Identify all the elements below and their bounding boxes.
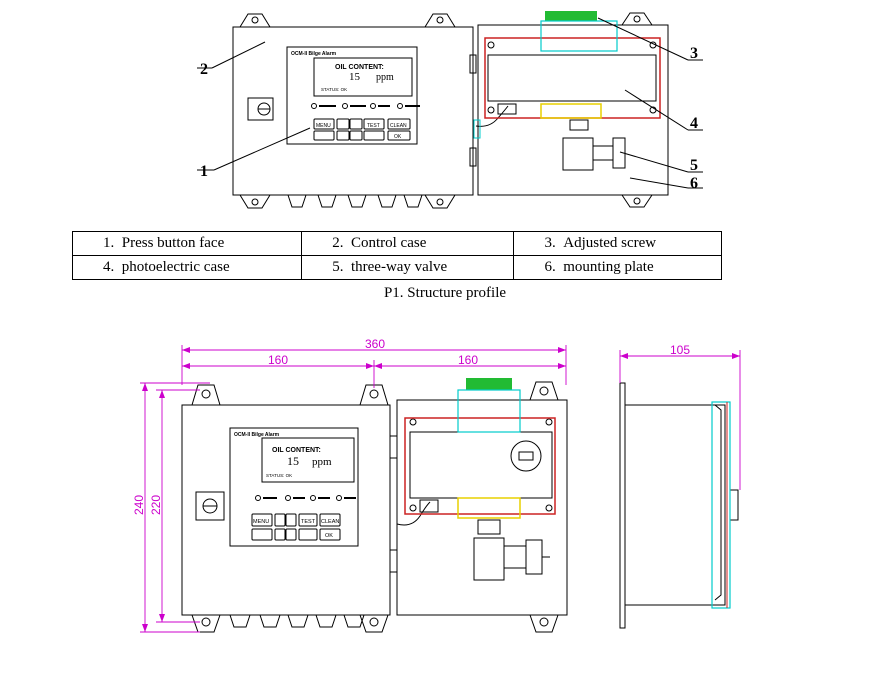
dim-height-inner: 220 xyxy=(149,495,163,515)
legend-cell: 6. mounting plate xyxy=(513,255,722,280)
screen-value: 15 xyxy=(349,71,361,83)
callout-2: 2 xyxy=(200,61,208,78)
side-view xyxy=(619,382,626,629)
legend-cell: 5. three-way valve xyxy=(301,255,515,280)
dimension-drawing: OCM-II Bilge Alarm OIL CONTENT: 15 ppm S… xyxy=(132,337,741,633)
table-row: 1. Press button face 2. Control case 3. … xyxy=(71,231,722,256)
legend-cell: 2. Control case xyxy=(301,231,515,256)
legend-cell: 3. Adjusted screw xyxy=(513,231,722,256)
three-way-valve xyxy=(562,137,594,171)
dim-total-width: 360 xyxy=(365,337,385,351)
callout-5: 5 xyxy=(690,157,698,174)
key-menu: MENU xyxy=(316,123,331,129)
callout-3: 3 xyxy=(690,45,698,62)
key-ok: OK xyxy=(394,134,402,140)
screen-status: STATUS: OK xyxy=(321,87,347,92)
structure-drawing-top: OCM-II Bilge Alarm OIL CONTENT: 15 ppm S… xyxy=(197,11,703,209)
screen-model: OCM-II Bilge Alarm xyxy=(291,51,337,57)
screen-label: OIL CONTENT: xyxy=(335,64,384,71)
screen-value: 15 xyxy=(287,454,299,468)
key-clean: CLEAN xyxy=(321,519,339,525)
mounting-plate xyxy=(477,24,669,196)
key-test: TEST xyxy=(301,519,316,525)
key-clean: CLEAN xyxy=(390,123,407,129)
dim-height-outer: 240 xyxy=(132,495,146,515)
screen-unit: ppm xyxy=(376,72,394,83)
adjusted-screw xyxy=(545,11,597,21)
screen-status: STATUS: OK xyxy=(266,473,292,478)
dim-depth: 105 xyxy=(670,343,690,357)
dim-left-width: 160 xyxy=(268,353,288,367)
display-screen xyxy=(313,57,413,97)
screen-model: OCM-II Bilge Alarm xyxy=(234,432,280,438)
dim-right-width: 160 xyxy=(458,353,478,367)
key-test: TEST xyxy=(367,123,380,129)
control-case xyxy=(232,26,474,196)
callout-4: 4 xyxy=(690,115,698,132)
key-ok: OK xyxy=(325,533,333,539)
photoelectric-case xyxy=(487,54,657,102)
parts-legend-table: 1. Press button face 2. Control case 3. … xyxy=(71,231,722,280)
screen-unit: ppm xyxy=(312,456,332,468)
legend-cell: 4. photoelectric case xyxy=(71,255,303,280)
callout-1: 1 xyxy=(200,163,208,180)
key-menu: MENU xyxy=(253,519,269,525)
table-row: 4. photoelectric case 5. three-way valve… xyxy=(71,255,722,280)
screen-label: OIL CONTENT: xyxy=(272,447,321,454)
figure-caption: P1. Structure profile xyxy=(383,285,507,301)
callout-6: 6 xyxy=(690,175,698,192)
legend-cell: 1. Press button face xyxy=(71,231,303,256)
press-button-face xyxy=(286,46,418,145)
